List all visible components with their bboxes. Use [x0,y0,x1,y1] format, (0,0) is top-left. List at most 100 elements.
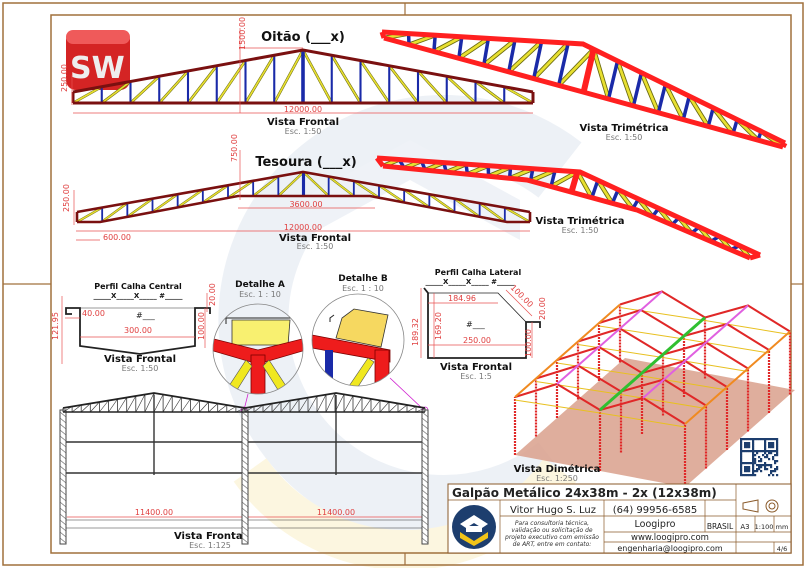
truss-vertical [606,60,620,100]
top-chord [376,155,762,258]
column-lacing [241,411,249,418]
column-lacing [421,441,429,448]
view-label: Vista Frontal [267,117,339,128]
qr-module [768,458,771,461]
truss-diagonal [262,403,273,413]
dim-lip: 40.00 [82,309,105,318]
qr-module [764,462,767,465]
dim-height: 100.00 [197,312,206,340]
solidworks-logo: SW [66,30,130,90]
qr-module [766,450,769,453]
qr-module [752,464,755,467]
valley-gutter [599,316,706,412]
column-lacing [241,519,249,526]
qr-module [776,452,779,455]
column-lacing [241,513,249,520]
qr-module [756,450,759,453]
column-lacing [421,513,429,520]
qr-module [776,468,779,471]
observations: Para consultoria técnica, validação ou s… [504,520,599,548]
truss-vertical [568,170,581,193]
qr-module [776,442,779,445]
truss-diagonal [592,48,610,100]
truss-bottom-chord [535,381,622,395]
column-lacing [241,483,249,490]
truss-diagonal [446,75,477,104]
qr-module [750,474,753,477]
qr-module [740,472,743,475]
qr-module [752,470,755,473]
qr-module [768,438,771,441]
truss-vertical [549,169,557,187]
qr-module [746,438,749,441]
qr-module [742,462,745,465]
qr-module [770,450,773,453]
qr-module [752,438,755,441]
qr-module [774,450,777,453]
truss-diagonal [171,397,182,413]
truss-diagonal [433,35,463,53]
company-name: Loogipro [635,519,676,530]
column-lacing [421,411,429,418]
sheet-number: 4/6 [777,545,787,553]
truss-diagonal [126,395,137,413]
dim-width: 250.00 [463,336,491,345]
qr-module [740,462,743,465]
column-lacing [241,477,249,484]
detail-scale: Esc. 1 : 10 [342,284,384,293]
qr-module [766,468,769,471]
website-link[interactable]: www.loogipro.com [631,533,709,543]
column-lacing [59,459,67,466]
qr-module [748,468,751,471]
truss-diagonal [187,65,218,104]
qr-module [740,474,743,477]
phone-number[interactable]: (64) 99956-6585 [613,505,698,516]
qr-module [764,442,767,445]
column-lacing [241,507,249,514]
qr-module [768,444,771,447]
truss-diagonal [378,184,405,204]
truss-diagonal [557,48,595,87]
truss-diagonal [428,193,455,213]
scale-label: Esc. 1:50 [285,127,322,136]
truss-diagonal [177,189,204,208]
column-lacing [59,537,67,544]
dim-left: 11400.00 [135,508,173,517]
qr-module [760,450,763,453]
truss-diagonal [302,49,333,104]
qr-module [746,446,749,449]
qr-module [744,446,747,449]
truss-diagonal [307,395,318,413]
tesoura-dimensions: 3600.00 12000.00 600.00 750.00 250.00 Te… [62,134,530,251]
truss-diagonal [99,400,109,413]
end-post [749,252,761,261]
top-chord [244,392,426,409]
view-label: Vista Frontal [279,233,351,244]
qr-code[interactable] [740,438,779,477]
svg-text:SW: SW [70,51,125,86]
truss-diagonal [688,95,710,128]
truss-diagonal [388,403,399,413]
truss-vertical [507,39,517,73]
dim-right: 100.00 [524,329,533,357]
bottom-chord [383,35,784,150]
tesoura-truss-front-view [75,170,532,224]
truss-diagonal [126,198,153,218]
qr-module [770,472,773,475]
qr-module [776,460,779,463]
column-lacing [241,417,249,424]
qr-module [740,458,743,461]
qr-module [754,450,757,453]
column-lacing [421,477,429,484]
qr-module [740,438,743,441]
truss-diagonal [108,398,118,413]
qr-module [754,454,757,457]
qr-module [774,454,777,457]
truss-diagonal [475,80,505,104]
column-lacing [59,465,67,472]
qr-module [740,460,743,463]
truss-vertical [432,35,437,52]
qr-module [742,474,745,477]
portal-frame-front-view: 11400.00 11400.00 Vista Frontal Esc. 1:1… [59,392,429,550]
email-link[interactable]: engenharia@loogipro.com [617,544,723,553]
